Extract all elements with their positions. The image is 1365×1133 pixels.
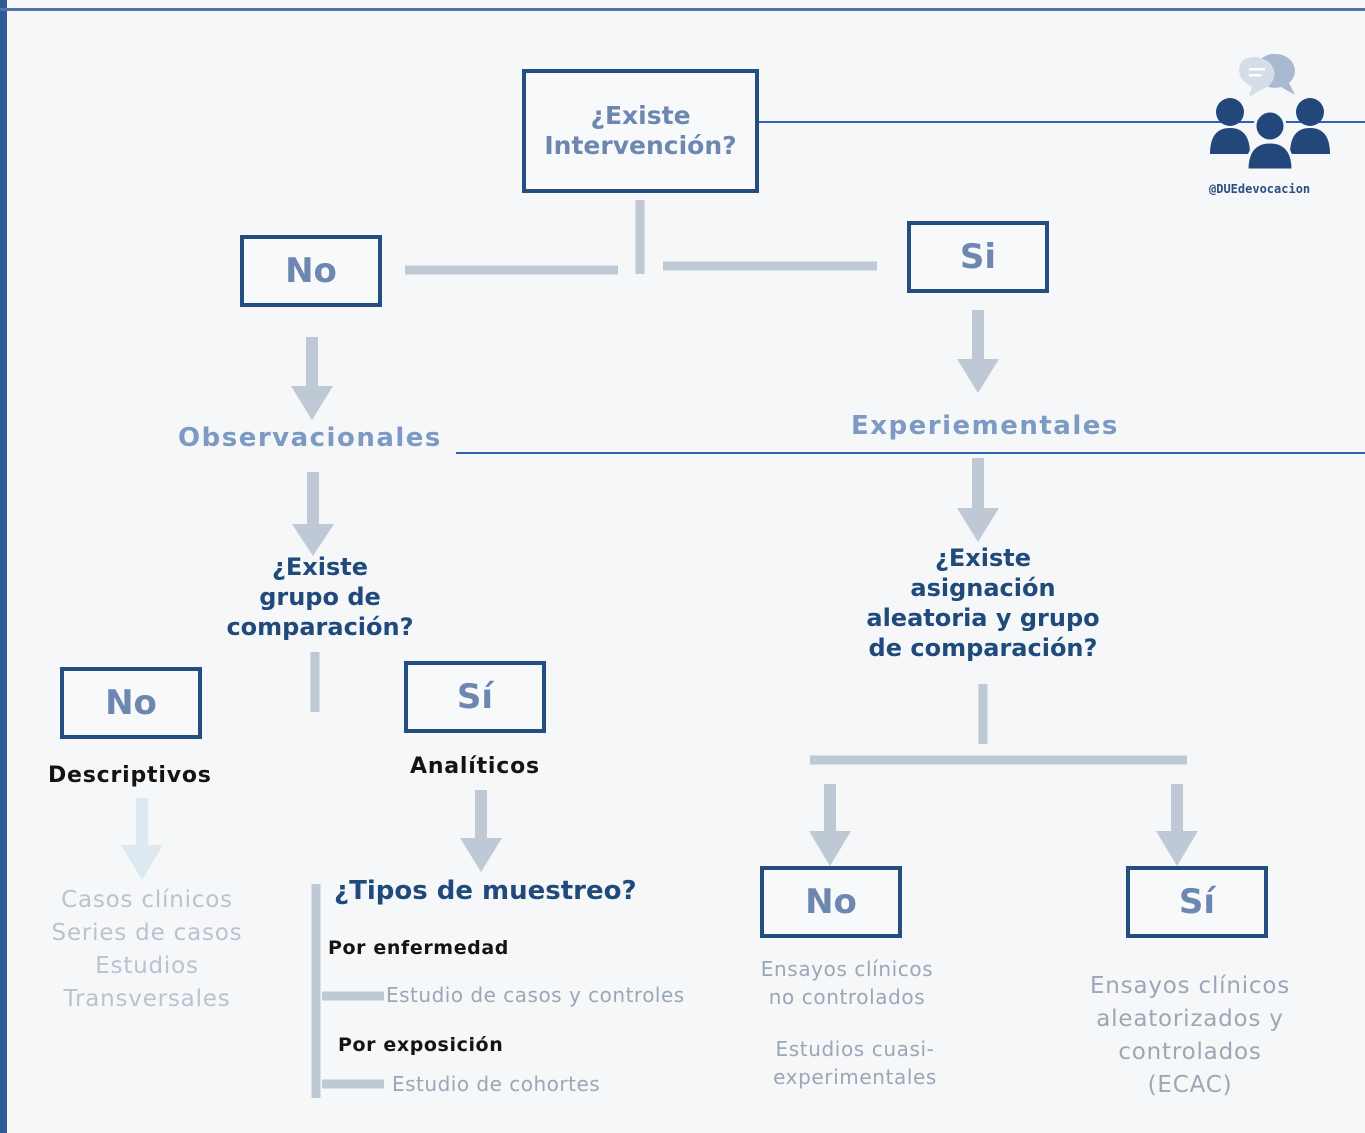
sampling-question: ¿Tipos de muestreo? [334, 876, 637, 906]
arrow-no-to-observacionales [291, 337, 333, 420]
comparison-question-line3: comparación? [226, 613, 414, 641]
arrow-observacionales-to-question [292, 472, 334, 556]
random-question-line4: de comparación? [868, 634, 1098, 662]
descriptive-item-3: Estudios [95, 953, 199, 979]
descriptive-no-box: No [60, 667, 202, 739]
ecac-item-1: Ensayos clínicos [1089, 973, 1291, 999]
experimental-si-box: Sí [1126, 866, 1268, 938]
people-chat-icon [1210, 53, 1330, 172]
logo: @DUEdevocacion [1205, 46, 1335, 206]
quasi-experimental-list: Estudios cuasi- experimentales [744, 1035, 966, 1091]
by-exposure-label: Por exposición [338, 1034, 504, 1056]
descriptive-item-1: Casos clínicos [61, 887, 233, 913]
left-no-label: No [285, 251, 337, 291]
case-control-study: Estudio de casos y controles [386, 983, 685, 1007]
comparison-question-line1: ¿Existe [271, 553, 369, 581]
right-si-label: Si [959, 237, 997, 277]
descriptivos-label: Descriptivos [48, 763, 212, 788]
random-assignment-question: ¿Existe asignación aleatoria y grupo de … [848, 543, 1118, 663]
arrow-si-to-experimentales [957, 310, 999, 393]
experimental-si-label: Sí [1178, 882, 1216, 922]
experimentales-heading: Experiementales [851, 411, 1119, 441]
logo-handle: @DUEdevocacion [1209, 182, 1311, 196]
analytic-si-label: Sí [456, 677, 494, 717]
randomized-trials-list: Ensayos clínicos aleatorizados y control… [1070, 970, 1310, 1102]
root-question-box: ¿Existe Intervención? [522, 69, 759, 193]
arrow-descriptivos-to-list [121, 798, 163, 880]
analiticos-label: Analíticos [410, 754, 540, 779]
quasi-item-2: experimentales [773, 1065, 937, 1089]
descriptive-item-2: Series de casos [51, 920, 243, 946]
arrow-split-to-no [809, 784, 851, 866]
quasi-item-1: Estudios cuasi- [775, 1037, 935, 1061]
uncontrolled-trials-list: Ensayos clínicos no controlados [736, 955, 958, 1011]
random-question-line1: ¿Existe [934, 544, 1032, 572]
top-frame-border [0, 8, 1365, 11]
ecac-item-2: aleatorizados y [1096, 1006, 1284, 1032]
root-question-line1: ¿Existe [590, 101, 691, 130]
comparison-group-question: ¿Existe grupo de comparación? [210, 552, 430, 642]
analytic-si-box: Sí [404, 661, 546, 733]
arrow-experimentales-to-question [957, 458, 999, 542]
uncontrolled-item-1: Ensayos clínicos [760, 957, 934, 981]
left-frame-border [0, 0, 7, 1133]
arrow-split-to-si [1156, 784, 1198, 866]
arrow-analiticos-to-sampling [460, 790, 502, 872]
ecac-item-4: (ECAC) [1147, 1072, 1233, 1098]
observacionales-heading: Observacionales [178, 423, 442, 453]
left-no-box: No [240, 235, 382, 307]
uncontrolled-item-2: no controlados [768, 985, 926, 1009]
root-question-line2: Intervención? [544, 131, 737, 160]
descriptive-no-label: No [105, 683, 157, 723]
right-si-box: Si [907, 221, 1049, 293]
descriptive-studies-list: Casos clínicos Series de casos Estudios … [30, 884, 264, 1016]
experimental-no-label: No [805, 882, 857, 922]
random-question-line3: aleatoria y grupo [866, 604, 1100, 632]
cohort-study: Estudio de cohortes [392, 1072, 601, 1096]
ecac-item-3: controlados [1118, 1039, 1262, 1065]
experimental-no-box: No [760, 866, 902, 938]
descriptive-item-4: Transversales [63, 986, 231, 1012]
comparison-question-line2: grupo de [259, 583, 381, 611]
by-disease-label: Por enfermedad [328, 937, 510, 959]
random-question-line2: asignación [910, 574, 1056, 602]
